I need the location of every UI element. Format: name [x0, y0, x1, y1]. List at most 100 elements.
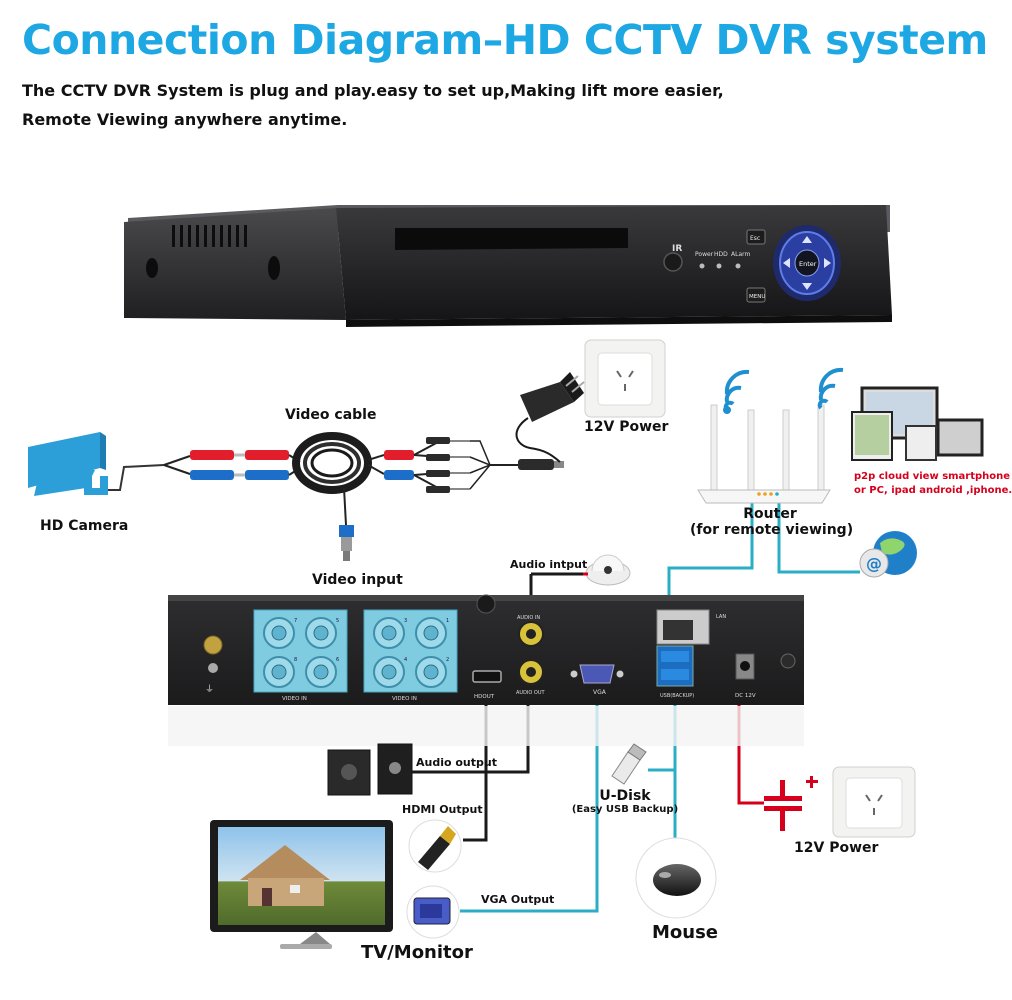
connection-lines	[410, 497, 860, 913]
p2p-devices-icon	[851, 386, 984, 461]
bnc-port-core	[271, 625, 287, 641]
mouse-label: Mouse	[652, 922, 719, 943]
power-label-bottom: 12V Power	[794, 840, 879, 856]
bnc-port-core	[423, 625, 439, 641]
bnc-port-number: 7	[294, 618, 297, 624]
power-label-top: 12V Power	[584, 419, 669, 435]
subtitle-line-2: Remote Viewing anywhere anytime.	[22, 110, 348, 129]
p2p-line-1: p2p cloud view smartphone	[854, 471, 1011, 482]
udisk-label: U-Disk (Easy USB Backup)	[570, 788, 680, 815]
arrow-up-icon	[802, 236, 812, 243]
svg-text:⏚: ⏚	[205, 684, 214, 695]
tv-monitor-label: TV/Monitor	[361, 942, 473, 963]
usb-port-label: USB(BACKUP)	[660, 693, 694, 699]
power-led-label: Power	[695, 251, 714, 258]
dvr-front-unit: IR Power HDD ALarm Esc MENU Enter	[124, 205, 892, 327]
bnc-port-core	[423, 664, 439, 680]
hdmi-cable-icon	[408, 819, 462, 873]
alarm-led-icon	[735, 263, 741, 269]
power-led-icon	[699, 263, 705, 269]
vga-port[interactable]	[579, 664, 615, 684]
enter-button-label: Enter	[799, 260, 817, 268]
vent-slots	[172, 225, 247, 247]
video-in-label-2: VIDEO IN	[392, 696, 417, 702]
bnc-port-core	[313, 625, 329, 641]
arrow-left-icon	[783, 258, 790, 268]
audio-in-port-label: AUDIO IN	[517, 615, 540, 621]
router-label: Router (for remote viewing)	[690, 506, 854, 538]
bnc-port-core	[271, 664, 287, 680]
menu-button[interactable]	[746, 287, 766, 303]
hdmi-port-label: HDOUT	[474, 694, 495, 700]
audio-out-port-label: AUDIO OUT	[516, 690, 546, 696]
hd-camera-icon	[28, 432, 108, 496]
svg-text:@: @	[866, 554, 882, 573]
bnc-ports: 7 5 8 6 3 1 4 2	[263, 617, 449, 688]
dc-port-label: DC 12V	[735, 693, 756, 699]
microphone-icon	[583, 554, 631, 586]
router-icon	[697, 404, 831, 504]
bnc-port-core	[313, 664, 329, 680]
udisk-icon	[611, 743, 647, 785]
dc-power-symbol-icon	[764, 776, 818, 831]
internet-globe-icon: @	[859, 531, 917, 578]
mouse-icon	[635, 837, 717, 919]
arrow-down-icon	[802, 283, 812, 290]
camera-cable	[108, 464, 165, 491]
menu-button-label: MENU	[749, 294, 765, 300]
wall-socket-icon	[584, 339, 666, 418]
foot-hole-icon	[146, 258, 158, 278]
speakers-icon	[327, 743, 413, 796]
hdd-led-label: HDD	[714, 251, 728, 258]
video-cable-label: Video cable	[285, 407, 377, 423]
vga-port-label: VGA	[593, 689, 607, 696]
udisk-title: U-Disk	[599, 788, 651, 804]
bnc-port-core	[381, 664, 397, 680]
wall-socket-icon	[832, 766, 916, 838]
esc-button[interactable]	[746, 229, 766, 245]
arrow-right-icon	[824, 258, 831, 268]
video-input-label: Video input	[312, 572, 403, 588]
page-title: Connection Diagram–HD CCTV DVR system	[22, 16, 988, 64]
panel-reflection	[168, 706, 804, 746]
bnc-port-number: 3	[404, 618, 407, 624]
bnc-port-number: 1	[446, 618, 449, 624]
udisk-subtitle: (Easy USB Backup)	[571, 804, 679, 815]
tv-monitor-icon	[210, 820, 393, 949]
router-subtitle: (for remote viewing)	[690, 522, 854, 538]
power-adapter-icon	[515, 372, 585, 463]
p2p-line-2: or PC, ipad android ,iphone.	[854, 485, 1012, 496]
bnc-port-number: 6	[336, 657, 339, 663]
video-cable-icon	[163, 432, 564, 561]
bnc-port-core	[381, 625, 397, 641]
page-subtitle: The CCTV DVR System is plug and play.eas…	[22, 76, 742, 134]
audio-output-label: Audio output	[416, 756, 497, 769]
foot-hole-icon	[268, 256, 280, 280]
router-title: Router	[743, 506, 797, 522]
hd-camera-label: HD Camera	[40, 518, 129, 534]
alarm-led-label: ALarm	[731, 251, 750, 258]
navigation-wheel[interactable]: Enter	[773, 225, 841, 301]
audio-input-label: Audio intput	[510, 558, 588, 571]
disk-slot	[395, 228, 628, 250]
ir-sensor-icon	[663, 252, 683, 272]
p2p-text: p2p cloud view smartphone or PC, ipad an…	[854, 470, 1012, 498]
wifi-signal-icon	[817, 367, 844, 410]
video-in-label-1: VIDEO IN	[282, 696, 307, 702]
hdd-led-icon	[716, 263, 722, 269]
lan-port-label: LAN	[716, 614, 726, 620]
bnc-port-number: 2	[446, 657, 449, 663]
vga-output-label: VGA Output	[481, 893, 555, 906]
dvr-back-panel-ports: AUDIO IN AUDIO OUT HDOUT VGA LAN USB(BAC…	[282, 609, 796, 702]
bnc-port-number: 8	[294, 657, 297, 663]
vga-cable-icon	[406, 885, 460, 939]
subtitle-line-1: The CCTV DVR System is plug and play.eas…	[22, 81, 724, 100]
bnc-port-number: 5	[336, 618, 339, 624]
esc-button-label: Esc	[750, 235, 760, 242]
ir-label: IR	[672, 244, 682, 254]
hdmi-output-label: HDMI Output	[402, 803, 483, 816]
hdmi-port[interactable]	[472, 670, 502, 683]
wifi-signal-icon	[723, 369, 750, 414]
bnc-port-number: 4	[404, 657, 407, 663]
